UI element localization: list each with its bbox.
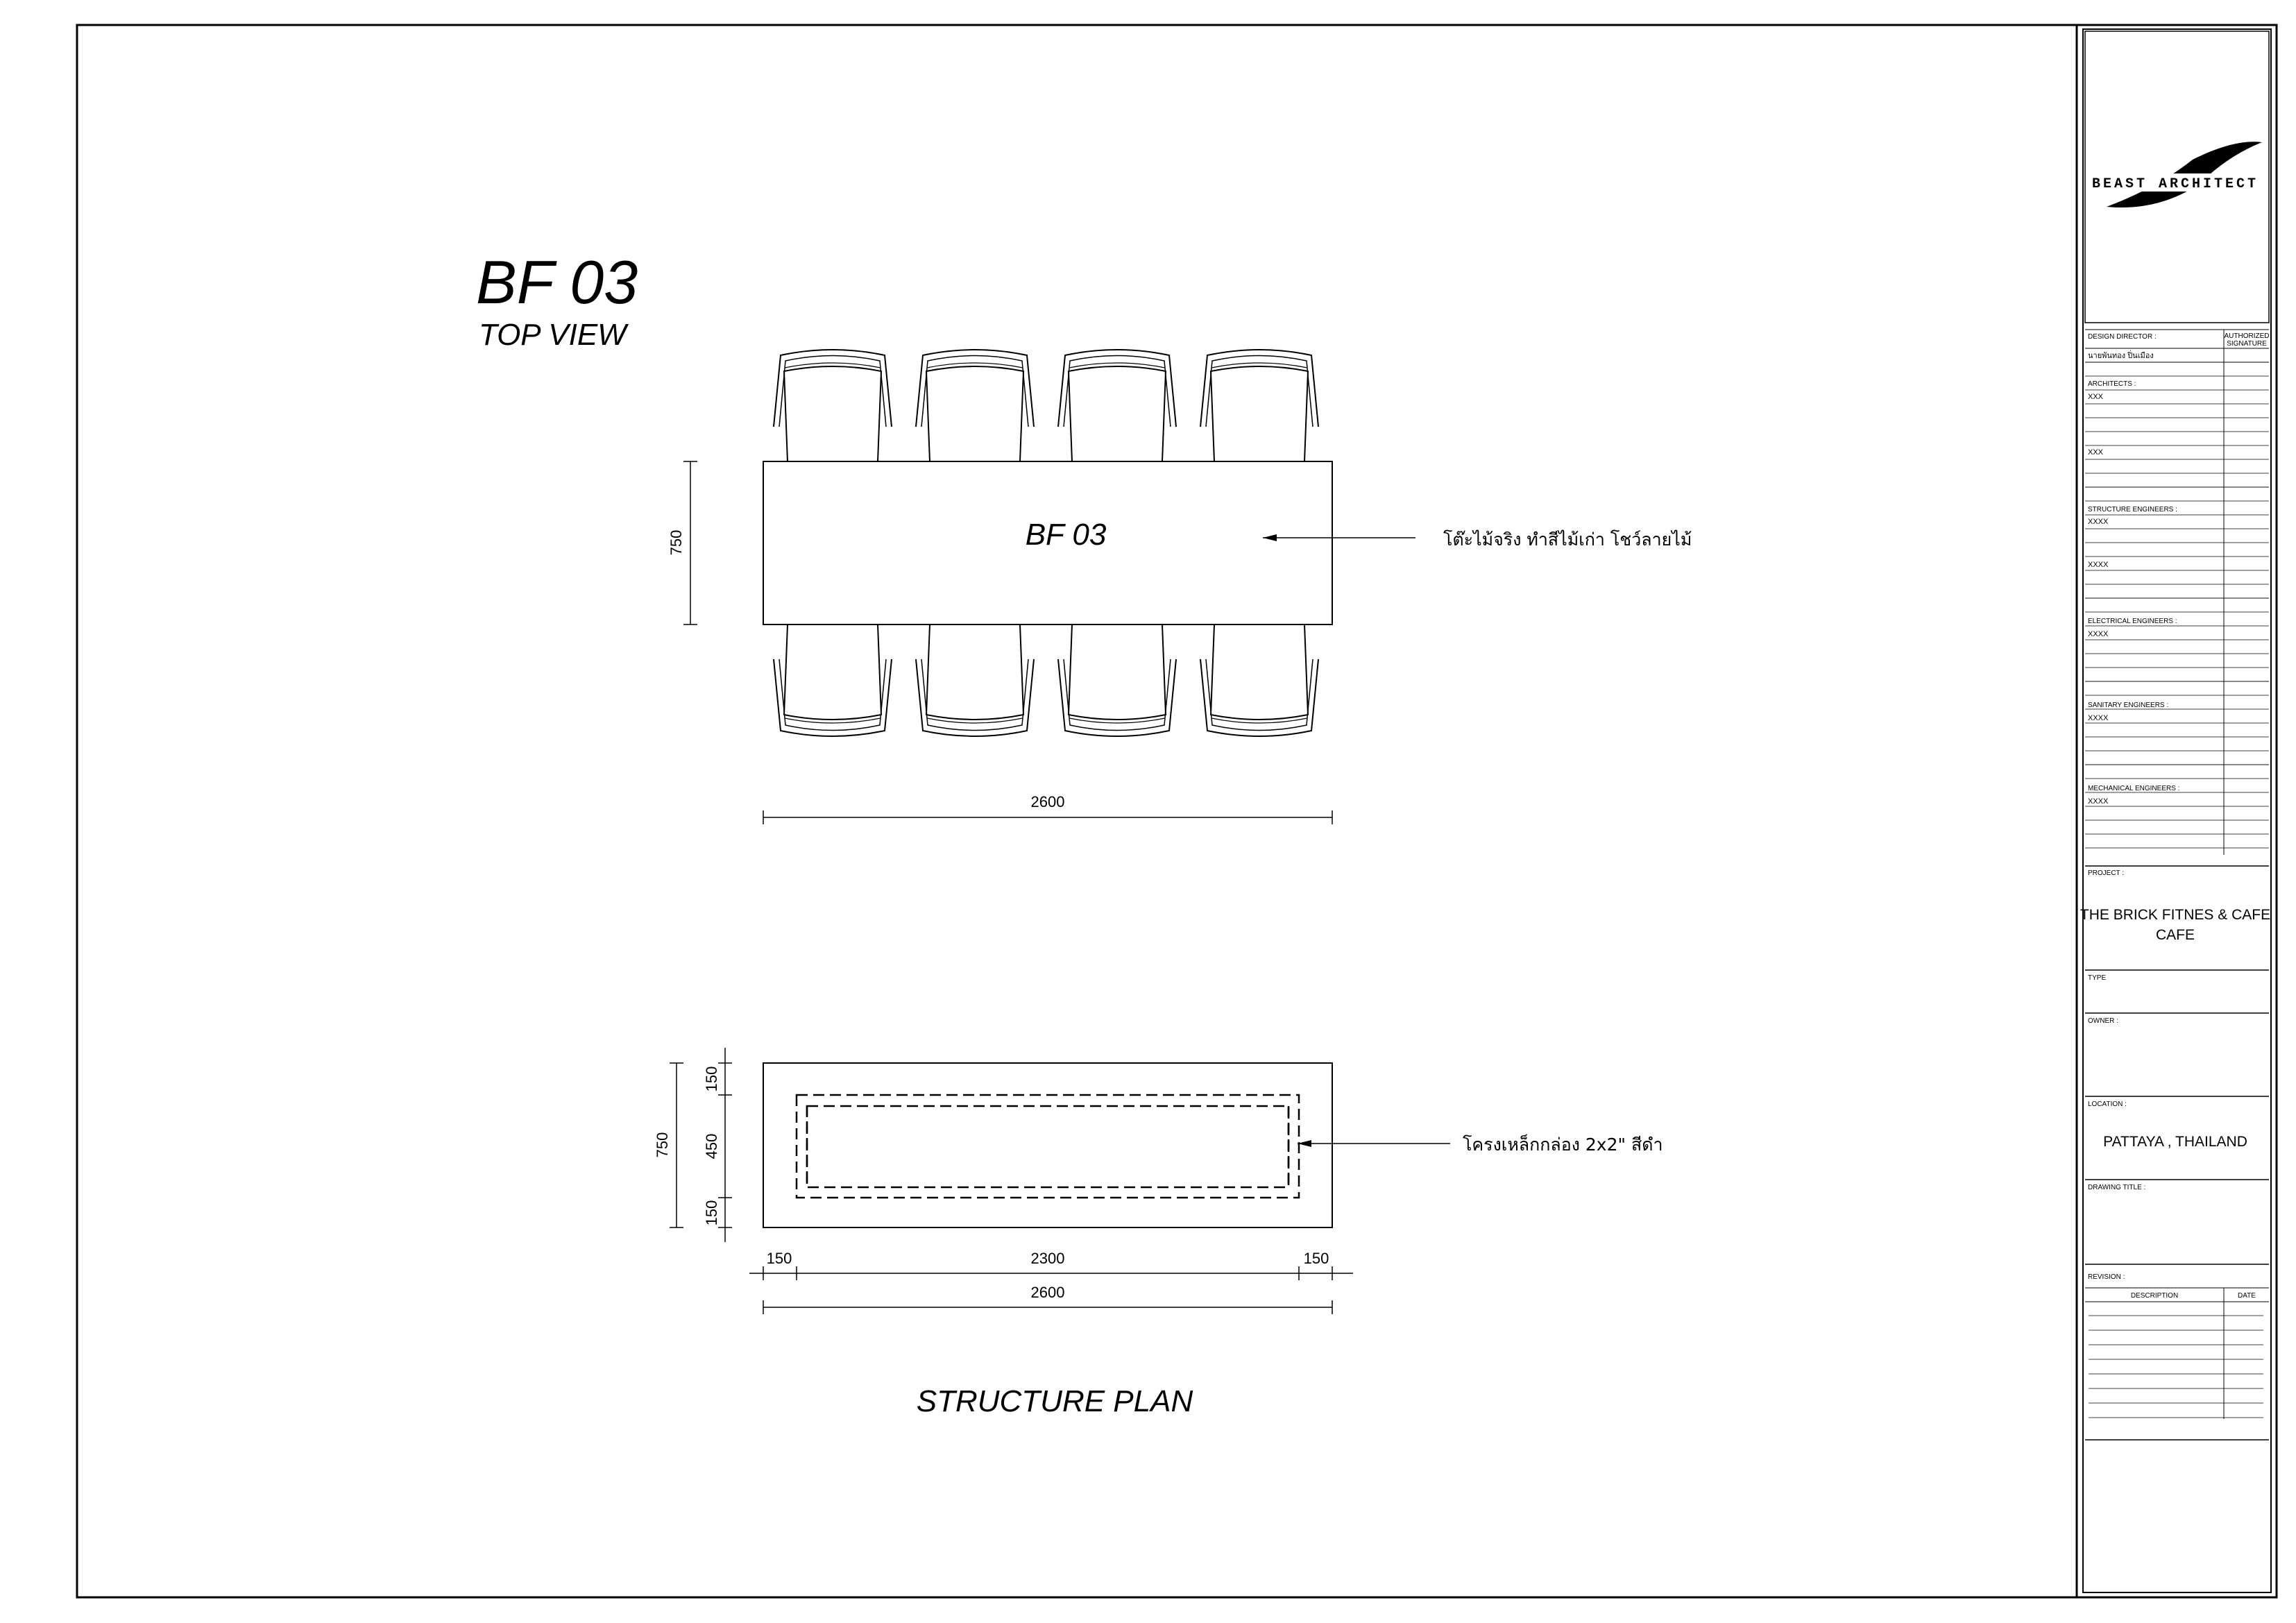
revision-label: REVISION : (2088, 1273, 2125, 1281)
structure-engineer-2: XXXX (2088, 561, 2109, 569)
structure-engineers-label: STRUCTURE ENGINEERS : (2088, 506, 2177, 513)
dimension-length-top-label: 2600 (1031, 793, 1065, 810)
location-value: PATTAYA , THAILAND (2103, 1134, 2247, 1150)
design-director-name: นายพันทอง ปิ่นเมือง (2088, 350, 2154, 360)
mechanical-engineer-1: XXXX (2088, 797, 2109, 806)
drawing-title-label: DRAWING TITLE : (2088, 1184, 2145, 1191)
chair (915, 349, 1035, 462)
dimension-offset-right-label: 150 (1304, 1250, 1329, 1267)
type-label: TYPE (2088, 974, 2106, 982)
chair (1200, 624, 1319, 737)
design-director-label: DESIGN DIRECTOR : (2088, 333, 2157, 341)
authorized-signature-label-2: SIGNATURE (2227, 340, 2267, 348)
sanitary-engineer-1: XXXX (2088, 714, 2109, 722)
dimension-inner-depth-label: 450 (703, 1134, 720, 1159)
dimension-length-structure-label: 2600 (1031, 1284, 1065, 1301)
revision-date-header: DATE (2238, 1292, 2256, 1300)
dimension-depth-top: 750 (667, 461, 697, 625)
dimension-depth-top-label: 750 (667, 530, 685, 556)
table-outline (763, 1062, 1333, 1228)
drawing-code-title: BF 03 (476, 248, 638, 316)
dimension-depth-structure-label: 750 (654, 1132, 671, 1158)
top-view-title: TOP VIEW (479, 318, 629, 352)
chair (773, 349, 892, 462)
chair (1057, 349, 1177, 462)
steel-frame-inner (806, 1105, 1290, 1189)
steel-frame-note: โครงเหล็กกล่อง 2x2" สีดำ (1463, 1134, 1663, 1155)
electrical-engineer-1: XXXX (2088, 630, 2109, 638)
table-label: BF 03 (1026, 518, 1107, 552)
structure-engineer-1: XXXX (2088, 518, 2109, 526)
project-line-2: CAFE (2156, 927, 2195, 943)
logo-text: BEAST ARCHITECT (2092, 176, 2259, 192)
sheet-border (76, 24, 2278, 1599)
project-label: PROJECT : (2088, 869, 2124, 877)
structure-plan-title: STRUCTURE PLAN (917, 1384, 1193, 1418)
dimension-offset-top-label: 150 (703, 1067, 720, 1092)
owner-label: OWNER : (2088, 1017, 2118, 1025)
dimension-inner-length-label: 2300 (1031, 1250, 1065, 1267)
title-block-rows (2085, 375, 2269, 849)
architect-2: XXX (2088, 448, 2104, 457)
chair (1200, 349, 1319, 462)
chair (773, 624, 892, 737)
chair (915, 624, 1035, 737)
steel-frame-outer (795, 1094, 1300, 1199)
location-label: LOCATION : (2088, 1101, 2127, 1108)
revision-description-header: DESCRIPTION (2131, 1292, 2178, 1300)
electrical-engineers-label: ELECTRICAL ENGINEERS : (2088, 618, 2177, 625)
dimension-chain-vertical: 150 450 150 (703, 1048, 732, 1242)
project-line-1: THE BRICK FITNES & CAFE (2080, 907, 2270, 923)
sanitary-engineers-label: SANITARY ENGINEERS : (2088, 702, 2168, 709)
title-block: BEAST ARCHITECT DESIGN DIRECTOR : AUTHOR… (2080, 28, 2272, 1593)
dimension-depth-structure: 750 (654, 1062, 683, 1228)
authorized-signature-label: AUTHORIZED (2225, 332, 2270, 340)
chair (1057, 624, 1177, 737)
architect-1: XXX (2088, 393, 2104, 401)
architects-label: ARCHITECTS : (2088, 380, 2136, 388)
table-top (763, 461, 1333, 625)
dimension-chain-horizontal: 150 2300 150 (749, 1250, 1353, 1280)
table-material-note: โต๊ะไม้จริง ทำสีไม้เก่า โชว์ลายไม้ (1443, 529, 1692, 550)
beast-architect-logo: BEAST ARCHITECT (2092, 142, 2262, 208)
top-view-drawing: BF 03 โต๊ะไม้จริง ทำสีไม้เก่า โชว์ลายไม้… (667, 349, 1692, 824)
dimension-offset-left-label: 150 (767, 1250, 792, 1267)
revision-table: DESCRIPTION DATE (2085, 1287, 2269, 1441)
mechanical-engineers-label: MECHANICAL ENGINEERS : (2088, 785, 2179, 792)
dimension-length-structure: 2600 (763, 1284, 1333, 1314)
dimension-offset-bottom-label: 150 (703, 1200, 720, 1226)
dimension-length-top: 2600 (763, 793, 1333, 824)
structure-plan-drawing: โครงเหล็กกล่อง 2x2" สีดำ 750 150 450 150 (654, 1048, 1663, 1418)
